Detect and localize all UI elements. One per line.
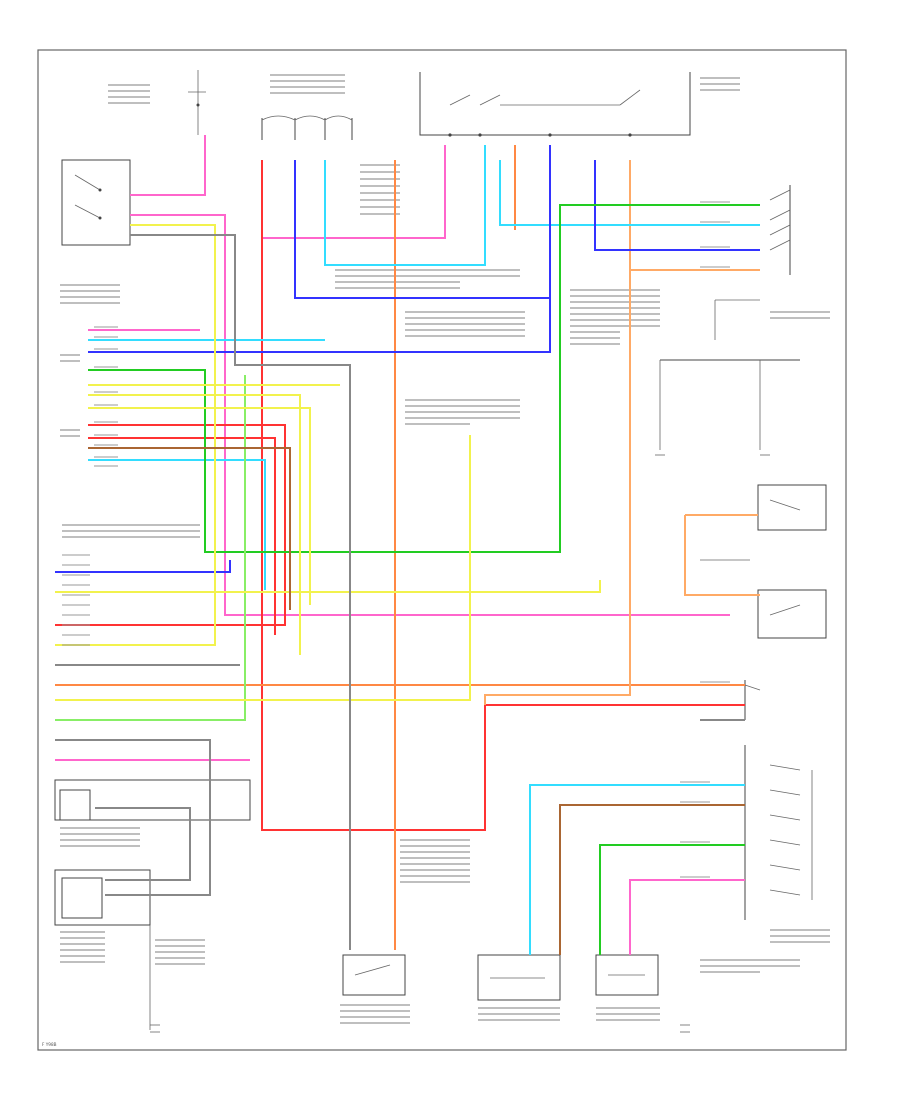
wire-gray-1 bbox=[130, 234, 351, 950]
wire-yellow-2 bbox=[88, 394, 301, 655]
mode-door-actuator bbox=[744, 745, 813, 920]
wire-yellow-1 bbox=[55, 224, 216, 646]
wire-brown-2 bbox=[88, 447, 291, 610]
wire-cyan-5 bbox=[529, 784, 745, 955]
diagram-frame bbox=[37, 49, 847, 1051]
wire-cyan-3 bbox=[88, 459, 266, 590]
wire-light-green-1 bbox=[55, 375, 246, 721]
wire-pink-6 bbox=[629, 879, 745, 955]
wire-yellow-3 bbox=[88, 407, 311, 605]
battery-junction-box bbox=[54, 869, 151, 1030]
wire-pink-1 bbox=[130, 135, 206, 196]
blend-door-switch bbox=[757, 484, 827, 531]
temperature-blend-actuator bbox=[477, 954, 561, 1001]
wire-yellow-5 bbox=[55, 435, 471, 701]
recirculation-door-actuator bbox=[595, 954, 659, 996]
wire-green-1 bbox=[88, 204, 760, 553]
wire-red-1 bbox=[261, 160, 745, 831]
wire-label-marks bbox=[62, 201, 730, 878]
wire-pink-2 bbox=[130, 214, 730, 616]
wire-cyan-1 bbox=[324, 145, 486, 266]
ac-compressor-clutch bbox=[54, 779, 251, 821]
front-blower-resistor bbox=[659, 299, 800, 450]
wire-blue-1 bbox=[294, 145, 551, 299]
wire-gray-2 bbox=[55, 739, 211, 896]
wire-cyan-4 bbox=[499, 160, 760, 226]
wire-yellow-4 bbox=[55, 580, 601, 593]
wire-blue-3 bbox=[594, 160, 760, 251]
hot-at-all-times-fuse bbox=[188, 70, 206, 135]
wire-blue-4 bbox=[55, 560, 231, 573]
blower-motor-relay bbox=[419, 72, 691, 137]
wire-red-2 bbox=[55, 424, 286, 626]
ac-pressure-switch bbox=[700, 559, 827, 639]
mode-select-switch bbox=[769, 185, 791, 275]
wire-red-3 bbox=[88, 437, 276, 635]
wire-light-orange-1 bbox=[484, 160, 631, 705]
wire-green-2 bbox=[599, 844, 745, 955]
wire-brown-1 bbox=[559, 804, 745, 955]
top-label-blocks bbox=[60, 74, 830, 538]
blower-motor bbox=[342, 954, 406, 996]
wire-pink-5 bbox=[262, 145, 446, 239]
wire-blue-2 bbox=[88, 298, 551, 353]
blower-motor-switch bbox=[61, 159, 131, 246]
wire-gray-3 bbox=[95, 807, 191, 881]
blower-motor-resistor-connector bbox=[261, 115, 353, 140]
bottom-label-blocks bbox=[60, 827, 830, 1024]
page-id: F Y98B bbox=[42, 1042, 57, 1047]
wire-light-orange-3 bbox=[684, 515, 760, 596]
ac-clutch-cycling-switch bbox=[744, 680, 761, 720]
ground-symbols bbox=[150, 454, 770, 1033]
